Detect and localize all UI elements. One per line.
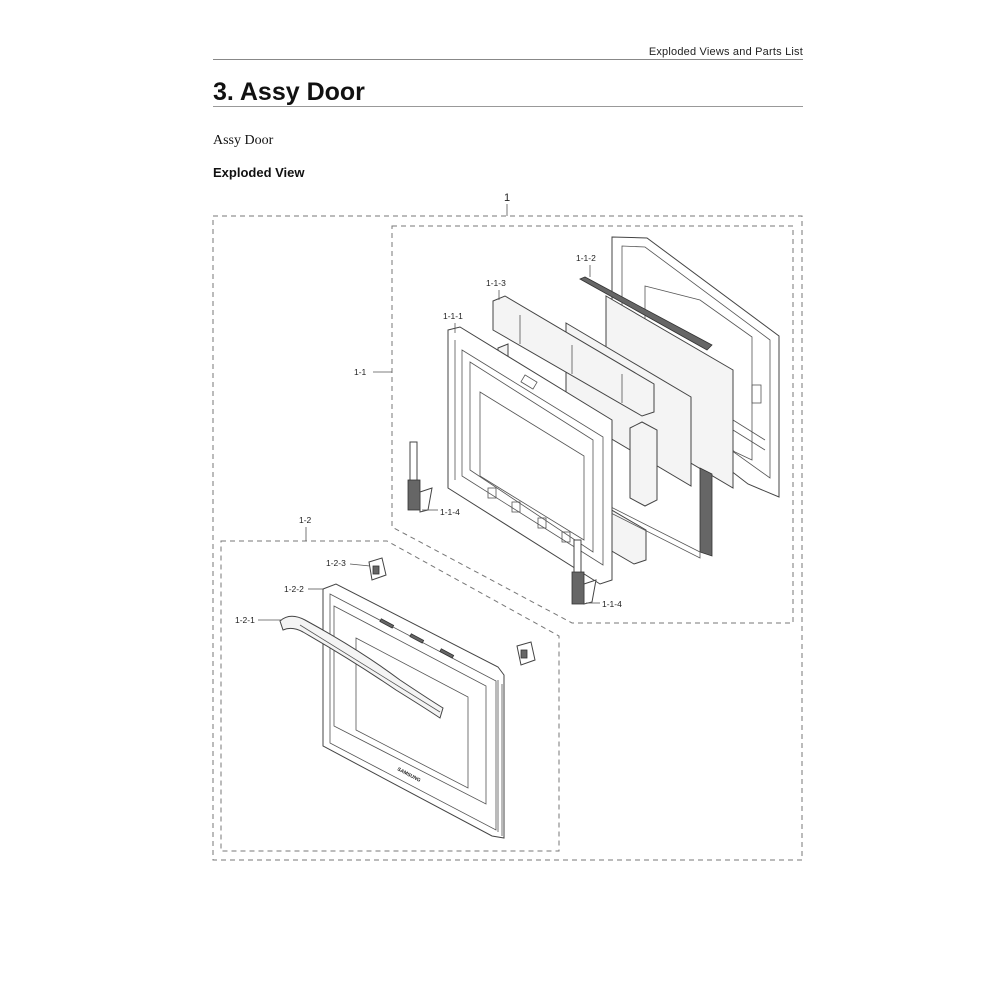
callout-1-1-3: 1-1-3 xyxy=(486,278,506,288)
callout-1-2-3: 1-2-3 xyxy=(326,558,346,568)
end-cap-side xyxy=(516,641,536,666)
hinge-right xyxy=(571,539,597,605)
callout-1: 1 xyxy=(504,192,510,204)
end-cap-top xyxy=(368,557,387,581)
side-rail xyxy=(699,467,713,557)
inner-door-boundary xyxy=(391,225,794,624)
bracket-bar xyxy=(579,276,713,351)
section-title: 3. Assy Door xyxy=(213,78,365,106)
callout-1-1-2: 1-1-2 xyxy=(576,253,596,263)
exploded-view-heading: Exploded View xyxy=(213,165,305,180)
door-handle xyxy=(279,615,444,719)
callout-1-2-1: 1-2-1 xyxy=(235,615,255,625)
outer-door-panel: SAMSUNG xyxy=(322,583,505,839)
hinge-left xyxy=(407,441,433,513)
handle-edge xyxy=(299,624,441,713)
header-rule xyxy=(213,59,803,60)
outer-door-boundary xyxy=(220,540,560,852)
callout-1-2-2: 1-2-2 xyxy=(284,584,304,594)
callout-1-2: 1-2 xyxy=(299,515,312,525)
assy-boundary xyxy=(212,215,803,861)
title-rule xyxy=(213,106,803,107)
callout-1-1-4-right: 1-1-4 xyxy=(602,599,622,609)
callout-1-2-3-leader xyxy=(349,563,371,567)
front-frame xyxy=(447,326,613,585)
callout-1-1-1: 1-1-1 xyxy=(443,311,463,321)
subtitle: Assy Door xyxy=(213,133,274,148)
callout-1-1: 1-1 xyxy=(354,367,367,377)
callout-1-1-4-left: 1-1-4 xyxy=(440,507,460,517)
running-head: Exploded Views and Parts List xyxy=(648,46,803,58)
